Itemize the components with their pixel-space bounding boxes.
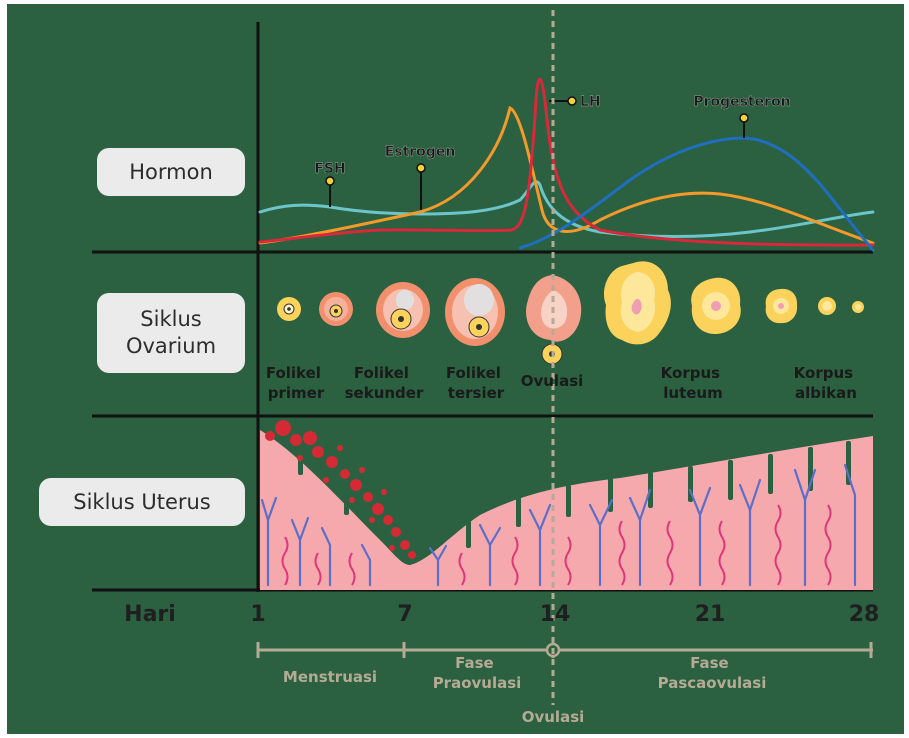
ovary-stages — [277, 261, 864, 364]
row-label-ovary-text: Siklus Ovarium — [126, 306, 216, 360]
stage-albicans-line1: Korpus — [794, 364, 853, 382]
corpus-luteum-medium-icon — [691, 278, 741, 334]
row-label-hormone: Hormon — [97, 148, 245, 196]
axis-label: Hari — [124, 602, 176, 627]
phase-ovulation: Ovulasi — [522, 708, 585, 726]
stage-luteum-line1: Korpus — [661, 364, 720, 382]
stage-luteum-label: Korpus luteum — [661, 364, 726, 402]
phase-postovulation: Fase Pascaovulasi — [658, 654, 767, 692]
tick-28: 28 — [849, 602, 880, 627]
stage-primary-label: Folikel primer — [266, 364, 326, 402]
stage-secondary-line2: sekunder — [345, 384, 424, 402]
fsh-label: FSH — [314, 161, 345, 177]
stage-secondary-line1: Folikel — [354, 364, 409, 382]
endometrium — [260, 420, 873, 590]
stage-luteum-line2: luteum — [663, 384, 722, 402]
phase-bar — [258, 642, 873, 658]
stage-tertiary-line2: tersier — [448, 384, 505, 402]
stage-ovulation-label: Ovulasi — [521, 372, 584, 390]
tick-7: 7 — [397, 602, 412, 627]
phase-preovulation: Fase Praovulasi — [433, 654, 522, 692]
stage-primary-line2: primer — [268, 384, 325, 402]
row-label-uterus: Siklus Uterus — [39, 478, 245, 526]
follicle-primary-icon — [277, 297, 301, 321]
phase-menstruation: Menstruasi — [283, 668, 377, 686]
phase-preovulation-line2: Praovulasi — [433, 674, 522, 692]
row-label-hormone-text: Hormon — [129, 159, 213, 186]
phase-postovulation-line1: Fase — [690, 654, 729, 672]
corpus-albicans-small-icon — [852, 301, 864, 313]
follicle-secondary-icon — [319, 292, 353, 326]
tick-14: 14 — [540, 602, 571, 627]
lh-label: LH — [580, 94, 601, 110]
stage-secondary-label: Folikel sekunder — [345, 364, 424, 402]
follicle-sekunder-icon — [376, 282, 430, 338]
progesterone-label: Progesteron — [693, 94, 790, 110]
stage-tertiary-label: Folikel tersier — [446, 364, 506, 402]
row-label-ovary: Siklus Ovarium — [97, 293, 245, 373]
stage-albicans-line2: albikan — [795, 384, 857, 402]
corpus-albicans-large-icon — [766, 289, 797, 323]
corpus-albicans-medium-icon — [818, 297, 836, 315]
tick-21: 21 — [695, 602, 726, 627]
phase-preovulation-line1: Fase — [455, 654, 494, 672]
stage-albicans-label: Korpus albikan — [794, 364, 859, 402]
corpus-luteum-large-icon — [604, 261, 671, 344]
phase-postovulation-line2: Pascaovulasi — [658, 674, 767, 692]
stage-tertiary-line1: Folikel — [446, 364, 501, 382]
row-label-uterus-text: Siklus Uterus — [73, 489, 211, 516]
follicle-tertiary-icon — [445, 278, 505, 346]
estrogen-label: Estrogen — [385, 144, 456, 160]
estrogen-curve — [260, 108, 873, 243]
tick-1: 1 — [250, 602, 265, 627]
stage-primary-line1: Folikel — [266, 364, 321, 382]
